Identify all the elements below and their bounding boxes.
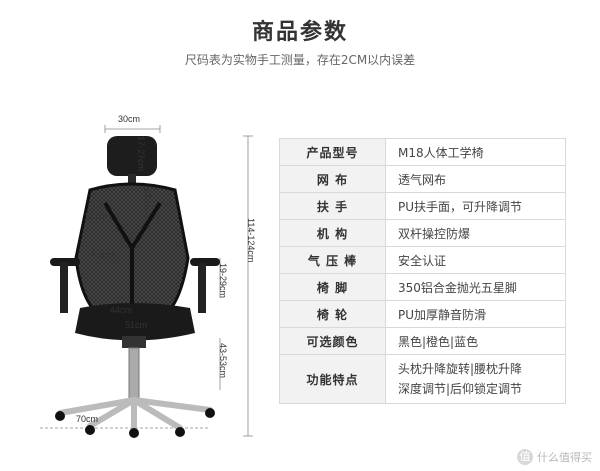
watermark-text: 什么值得买 xyxy=(537,451,592,464)
dim-seat-height: 43-53cm xyxy=(218,343,228,379)
base xyxy=(57,397,213,431)
spec-value: 黑色|橙色|蓝色 xyxy=(385,327,566,355)
spec-row: 可选颜色 黑色|橙色|蓝色 xyxy=(279,327,566,355)
spec-value: PU加厚静音防滑 xyxy=(385,300,566,328)
dim-armrest-height: 19-29cm xyxy=(218,263,228,299)
spec-key: 扶 手 xyxy=(279,192,386,220)
watermark-badge: 值 xyxy=(517,449,533,465)
spec-value: PU扶手面，可升降调节 xyxy=(385,192,566,220)
spec-key: 椅 轮 xyxy=(279,300,386,328)
spec-row: 产品型号 M18人体工学椅 xyxy=(279,138,566,166)
spec-value: 安全认证 xyxy=(385,246,566,274)
gas-lift xyxy=(128,347,140,399)
dim-back-width: 52cm xyxy=(85,211,108,221)
spec-row: 扶 手 PU扶手面，可升降调节 xyxy=(279,192,566,220)
watermark: 值 什么值得买 xyxy=(517,449,592,465)
headrest xyxy=(107,136,157,176)
dim-seat-depth: 44cm xyxy=(110,305,133,315)
right-armrest xyxy=(190,258,220,266)
spec-row: 功能特点 头枕升降旋转|腰枕升降 深度调节|后仰锁定调节 xyxy=(279,354,566,404)
dim-armrest-span: 64cm xyxy=(92,250,115,260)
dim-seat-width: 51cm xyxy=(125,320,148,330)
spec-row: 气 压 棒 安全认证 xyxy=(279,246,566,274)
dim-headrest-adjust: 17-27cm xyxy=(136,136,146,172)
spec-row: 椅 轮 PU加厚静音防滑 xyxy=(279,300,566,328)
page-subtitle: 尺码表为实物手工测量，存在2CM以内误差 xyxy=(184,53,416,67)
spec-value: 350铝合金抛光五星脚 xyxy=(385,273,566,301)
spec-row: 机 构 双杆操控防爆 xyxy=(279,219,566,247)
left-armrest xyxy=(50,258,80,266)
dim-back-height: 54cm xyxy=(142,188,152,211)
spec-row: 网 布 透气网布 xyxy=(279,165,566,193)
dim-total-height: 114-124cm xyxy=(246,218,256,263)
seat xyxy=(75,303,195,341)
chair-diagram: 30cm 17-27cm 54cm 52cm 114-124cm 64cm 19… xyxy=(30,108,270,448)
spec-row: 椅 脚 350铝合金抛光五星脚 xyxy=(279,273,566,301)
dim-base-diameter: 70cm xyxy=(76,414,99,424)
spec-key: 机 构 xyxy=(279,219,386,247)
dim-headrest-width: 30cm xyxy=(118,114,141,124)
spec-value: M18人体工学椅 xyxy=(385,138,566,166)
spec-table: 产品型号 M18人体工学椅 网 布 透气网布 扶 手 PU扶手面，可升降调节 机… xyxy=(279,138,566,404)
spec-value: 头枕升降旋转|腰枕升降 深度调节|后仰锁定调节 xyxy=(385,354,566,404)
spec-key: 产品型号 xyxy=(279,138,386,166)
spec-key: 网 布 xyxy=(279,165,386,193)
spec-value-line: 头枕升降旋转|腰枕升降 xyxy=(398,362,523,376)
spec-value-line: 深度调节|后仰锁定调节 xyxy=(398,382,523,396)
spec-value: 透气网布 xyxy=(385,165,566,193)
spec-key: 气 压 棒 xyxy=(279,246,386,274)
spec-value: 双杆操控防爆 xyxy=(385,219,566,247)
spec-key: 可选颜色 xyxy=(279,327,386,355)
spec-key: 功能特点 xyxy=(279,354,386,404)
chair-illustration xyxy=(40,125,253,438)
page-title: 商品参数 xyxy=(251,20,348,45)
spec-key: 椅 脚 xyxy=(279,273,386,301)
